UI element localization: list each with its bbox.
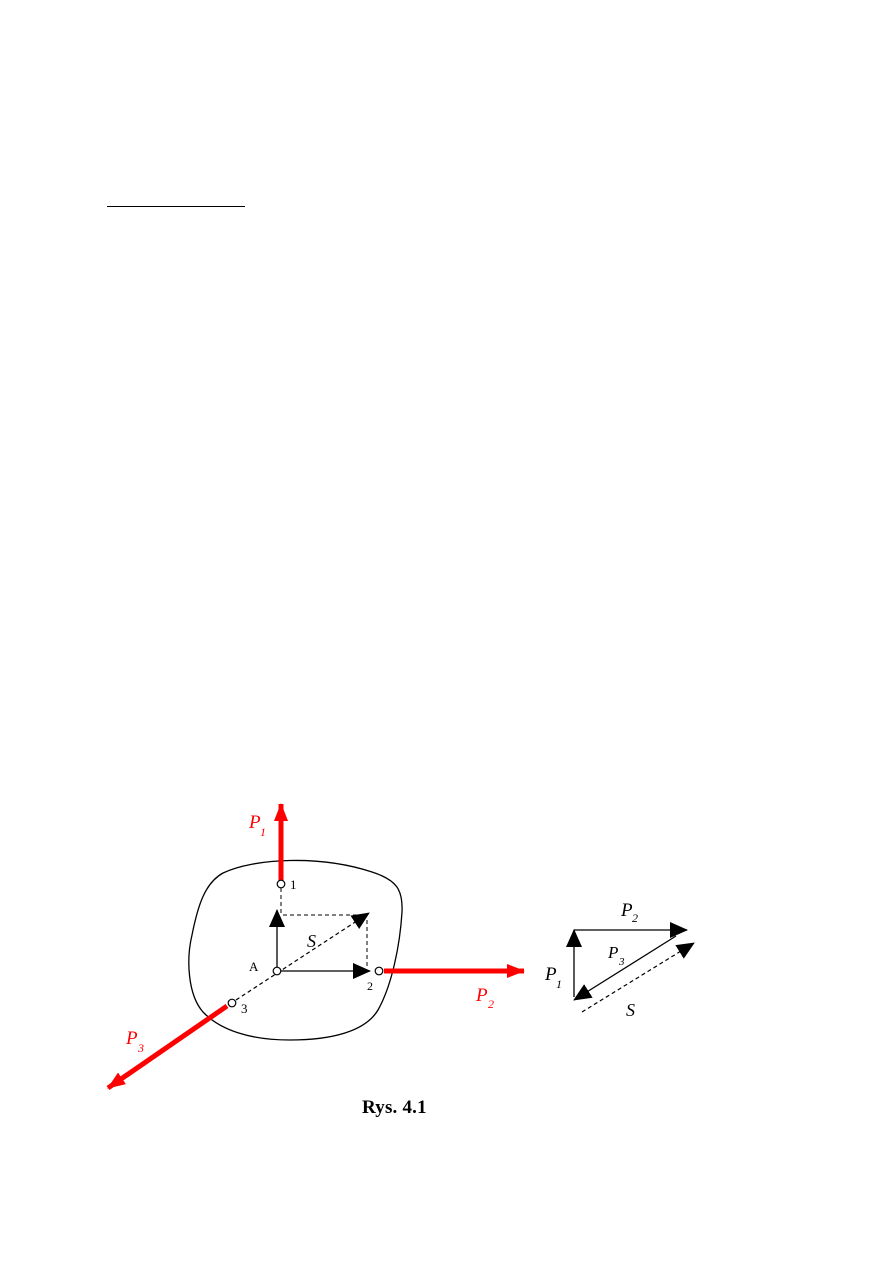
svg-text:2: 2 — [488, 997, 494, 1011]
svg-text:P: P — [607, 943, 618, 962]
footnote-separator-line — [107, 206, 245, 207]
rigid-body-outline — [188, 859, 403, 1041]
point-3-marker — [227, 998, 237, 1008]
resultant-s-label: S — [307, 931, 316, 951]
force-p3-arrow — [106, 1003, 229, 1091]
triangle-p3-label: P 3 — [607, 943, 625, 968]
point-1-label: 1 — [290, 877, 297, 892]
figure-caption: Rys. 4.1 — [362, 1097, 427, 1118]
svg-text:3: 3 — [137, 1041, 144, 1055]
point-3-label: 3 — [241, 1001, 248, 1016]
svg-text:3: 3 — [618, 956, 625, 968]
force-p1-label: P 1 — [248, 812, 266, 839]
point-2-label: 2 — [367, 979, 373, 993]
resultant-s-dashed-arrow — [235, 912, 370, 1001]
point-2-marker — [374, 966, 384, 976]
triangle-p3-arrow — [573, 935, 677, 1001]
point-a-marker — [272, 966, 282, 976]
point-a-label: A — [249, 959, 259, 974]
triangle-resultant-s-label: S — [626, 1000, 635, 1020]
svg-text:P: P — [544, 964, 557, 985]
force-p2-label: P 2 — [475, 985, 494, 1011]
svg-text:P: P — [248, 812, 261, 833]
triangle-p1-label: P 1 — [544, 964, 562, 991]
svg-text:P: P — [125, 1028, 138, 1049]
triangle-p2-label: P 2 — [620, 900, 638, 925]
svg-text:1: 1 — [260, 825, 266, 839]
force-p3-label: P 3 — [125, 1028, 144, 1055]
svg-text:P: P — [475, 985, 488, 1006]
svg-text:2: 2 — [632, 911, 638, 925]
point-1-marker — [276, 879, 286, 889]
svg-text:1: 1 — [556, 977, 562, 991]
svg-text:P: P — [620, 900, 633, 921]
triangle-resultant-s-dashed-arrow — [581, 942, 695, 1013]
